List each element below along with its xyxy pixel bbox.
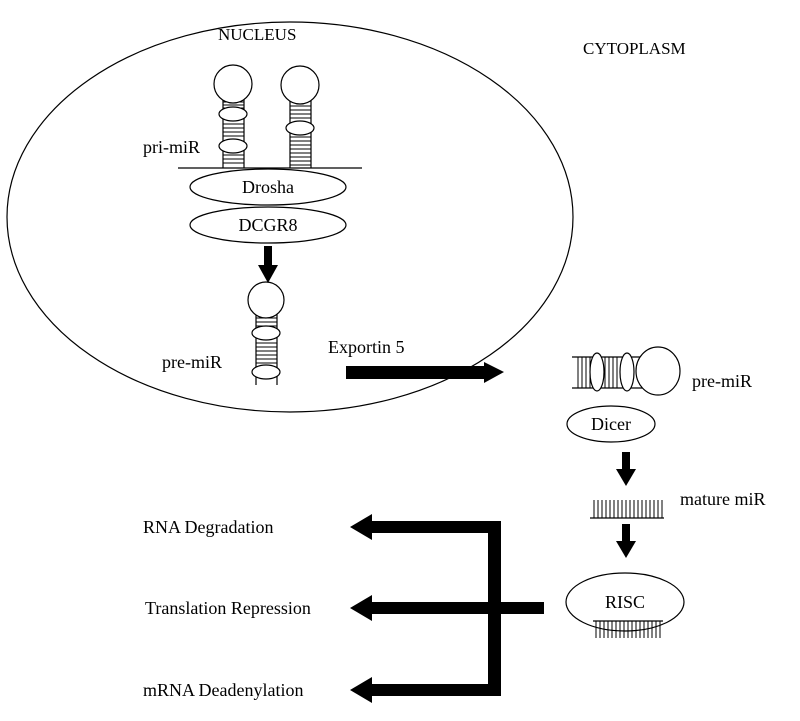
nucleus-label: NUCLEUS [218,25,296,44]
cytoplasm-label: CYTOPLASM [583,39,686,58]
dicer-complex [566,405,656,443]
outcome-rna-degradation: RNA Degradation [143,517,273,537]
arrow-mature-to-risc [616,524,636,558]
mature-mir-label: mature miR [680,489,765,509]
pri-mir-hairpin-left [213,64,253,168]
arrow-processing-to-premir [258,246,278,283]
pri-mir-structure [178,64,362,169]
pre-mir-nucleus-structure [247,281,285,385]
dcgr8-label: DCGR8 [238,215,297,235]
risc-label: RISC [605,592,645,612]
outcome-translation-repression: Translation Repression [145,598,311,618]
pre-mir-cytoplasm-label: pre-miR [692,371,752,391]
dicer-label: Dicer [591,414,631,434]
exportin-label: Exportin 5 [328,337,405,357]
outcome-arrows [350,514,544,703]
outcome-mrna-deadenylation: mRNA Deadenylation [143,680,303,700]
risc-bound-mir [593,620,663,638]
pre-mir-nucleus-label: pre-miR [162,352,222,372]
drosha-complex [189,168,347,206]
exportin-arrow [346,362,504,383]
pri-mir-hairpin-right [280,65,320,168]
risc-complex [565,572,685,632]
pre-mir-cytoplasm-structure [572,346,681,396]
arrow-dicer-to-mature [616,452,636,486]
mature-mir-structure [590,500,664,519]
drosha-label: Drosha [242,177,294,197]
pri-mir-label: pri-miR [143,137,200,157]
nucleus-membrane [6,21,574,413]
dcgr8-complex [189,206,347,244]
